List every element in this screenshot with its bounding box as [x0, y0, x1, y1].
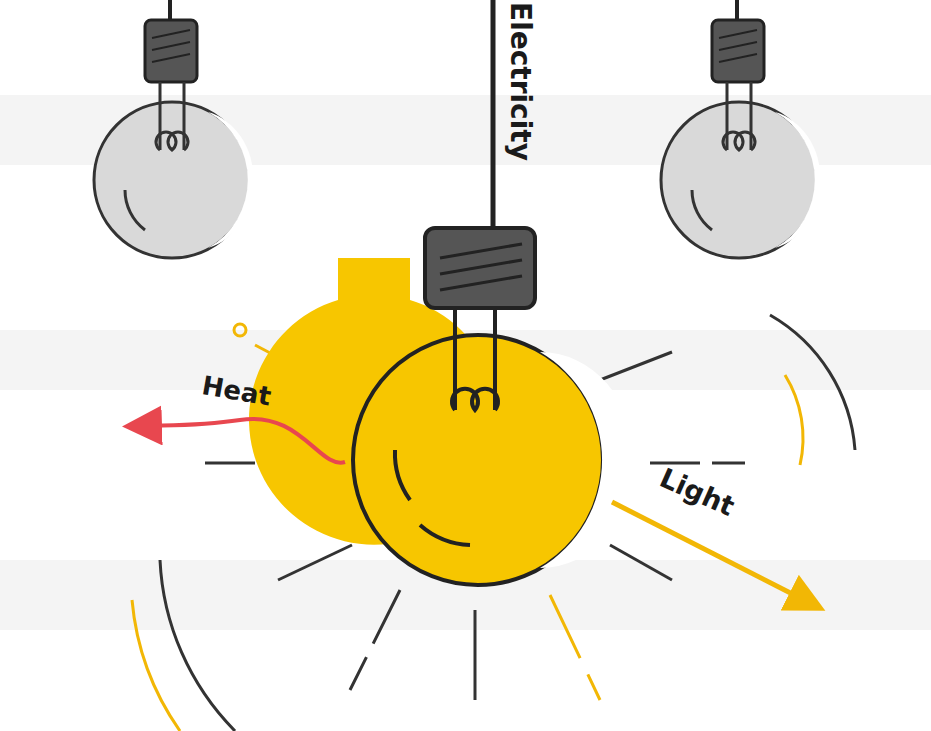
light-arrow	[612, 502, 812, 604]
power-label: Electricity	[504, 2, 537, 161]
lit-bulb	[249, 0, 635, 585]
heat-arrow	[142, 419, 345, 463]
light-label: Light	[655, 462, 739, 522]
unlit-bulb	[94, 0, 254, 258]
unlit-bulb	[661, 0, 821, 258]
